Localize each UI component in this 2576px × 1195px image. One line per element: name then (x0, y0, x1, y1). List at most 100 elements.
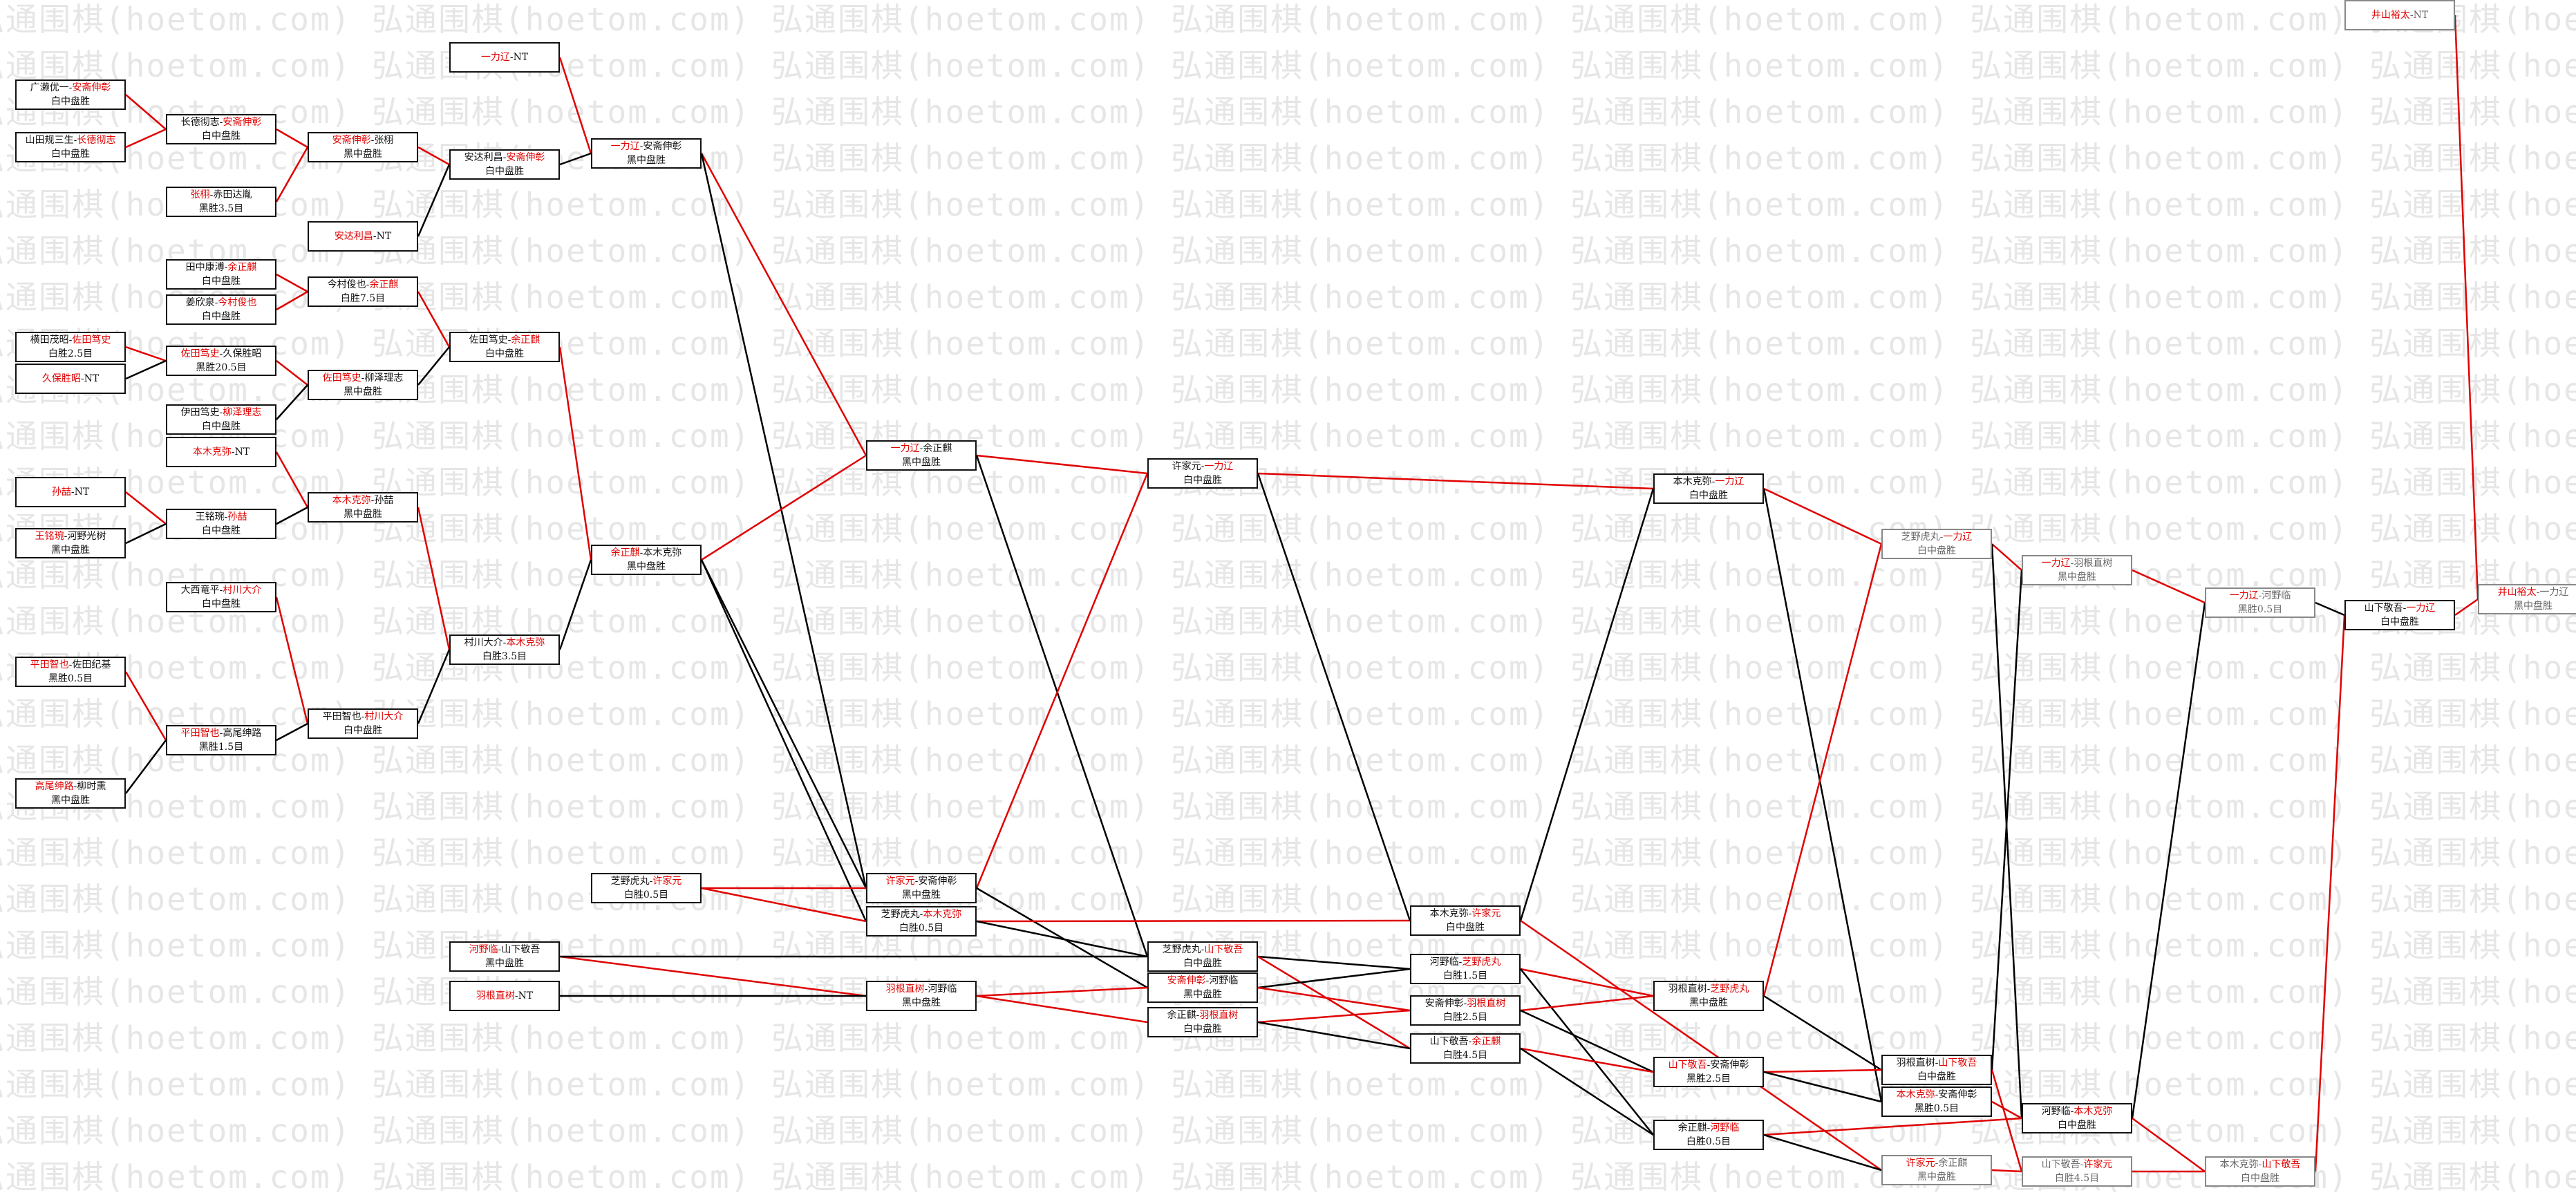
player-2-name: 孙喆 (227, 511, 247, 523)
player-1-name: 佐田笃史 (322, 373, 361, 384)
match-node: 广濑优一-安斋伸彰白中盘胜 (15, 79, 126, 110)
player-1-name: 山田规三生 (25, 135, 74, 146)
winner-advance-line (1763, 1069, 1882, 1073)
match-players: 平田智也-村川大介 (309, 710, 417, 724)
match-node: 芝野虎丸-许家元白胜0.5目 (591, 873, 702, 903)
player-1-name: 一力辽 (2041, 558, 2071, 569)
vs-dash: - (68, 82, 73, 93)
player-2-name: 芝野虎丸 (1462, 957, 1501, 968)
match-node: 河野临-本木克弥白中盘胜 (2022, 1103, 2132, 1133)
match-players: 高尾绅路-柳时熏 (17, 780, 124, 793)
winner-advance-line (1762, 543, 1883, 997)
match-node: 今村俊也-余正麒白胜7.5目 (308, 276, 418, 307)
match-node: 安斋伸彰-张栩黑中盘胜 (308, 132, 418, 162)
vs-dash: - (361, 711, 365, 722)
loser-drop-line (700, 153, 867, 889)
player-2-name: 安斋伸彰 (506, 152, 545, 163)
match-node: 山下敬吾-一力辽白中盘胜 (2344, 600, 2455, 630)
match-result: 白中盘胜 (202, 311, 241, 322)
match-result: 白中盘胜 (1183, 958, 1222, 969)
match-players: 佐田笃史-柳泽理志 (309, 371, 417, 385)
match-result: 黑中盘胜 (344, 509, 382, 520)
winner-advance-line (1257, 986, 1411, 1012)
vs-dash: - (2258, 1159, 2262, 1170)
player-2-name: 余正麒 (1472, 1036, 1501, 1047)
winner-advance-line (125, 128, 167, 149)
vs-dash: - (2403, 603, 2407, 614)
match-players: 佐田笃史-久保胜昭 (167, 347, 275, 361)
player-2-name: 安斋伸彰 (223, 117, 262, 128)
vs-dash: - (224, 511, 228, 523)
winner-advance-line (2314, 614, 2346, 1172)
match-node: 佐田笃史-柳泽理志黑中盘胜 (308, 370, 418, 400)
loser-drop-line (558, 559, 592, 650)
loser-drop-line (1520, 1009, 1654, 1073)
match-players: 王铭琬-河野光树 (17, 529, 124, 543)
player-2-name: 安斋伸彰 (1938, 1089, 1977, 1100)
player-2-name: 本木克弥 (506, 637, 545, 648)
match-players: 许家元-安斋伸彰 (867, 874, 975, 888)
loser-drop-line (125, 740, 167, 794)
player-1-name: 安斋伸彰 (1167, 975, 1206, 986)
winner-advance-line (976, 995, 1148, 1024)
vs-dash: - (214, 297, 218, 308)
winner-advance-line (1763, 487, 1882, 545)
match-node: 久保胜昭-NT (15, 364, 126, 394)
player-1-name: 山下敬吾 (2364, 603, 2403, 614)
match-node: 平田智也-村川大介白中盘胜 (308, 708, 418, 739)
winner-advance-line (125, 346, 167, 362)
match-result: 白中盘胜 (1689, 490, 1728, 501)
vs-dash: - (1707, 1122, 1711, 1133)
match-result: 白中盘胜 (1183, 475, 1222, 486)
match-players: 本木克弥-NT (167, 438, 275, 466)
vs-dash: - (2070, 558, 2074, 569)
match-node: 许家元-安斋伸彰黑中盘胜 (866, 873, 977, 903)
match-result: 黑中盘胜 (485, 958, 524, 969)
winner-advance-line (2454, 15, 2479, 600)
player-2-name: 柳泽理志 (223, 407, 262, 418)
match-node: 长德彻志-安斋伸彰白中盘胜 (166, 114, 276, 144)
player-2-name: 安斋伸彰 (72, 82, 111, 93)
loser-drop-line (125, 359, 167, 380)
loser-drop-line (2131, 602, 2206, 1119)
loser-drop-line (976, 920, 1148, 958)
match-node: 羽根直树-山下敬吾白中盘胜 (1881, 1055, 1992, 1085)
match-result: 黑中盘胜 (344, 149, 382, 160)
player-2-name: 高尾绅路 (223, 728, 262, 739)
player-1-name: 安达利昌 (334, 231, 373, 242)
player-2-name: 赤田达胤 (213, 189, 252, 200)
match-players: 余正麒-羽根直树 (1149, 1008, 1257, 1022)
winner-advance-line (700, 153, 867, 456)
loser-drop-line (1519, 488, 1655, 921)
vs-dash: - (649, 876, 653, 887)
match-players: 一力辽-安斋伸彰 (592, 140, 700, 153)
match-node: 河野临-芝野虎丸白胜1.5目 (1410, 954, 1521, 984)
player-2-name: 佐田纪基 (72, 659, 111, 670)
player-2-name: 佐田笃史 (72, 335, 111, 346)
winner-advance-line (276, 128, 308, 149)
vs-dash: - (502, 637, 507, 648)
match-players: 山田规三生-长德彻志 (17, 133, 124, 147)
player-2-name: 山下敬吾 (501, 944, 540, 955)
player-1-name: 本木克弥 (1429, 908, 1469, 919)
match-result: 黑胜0.5目 (48, 673, 93, 684)
match-players: 井山裕太-NT (2346, 1, 2454, 29)
player-1-name: 余正麒 (610, 547, 640, 558)
match-players: 芝野虎丸-一力辽 (1883, 530, 1991, 544)
match-node: 安达利昌-安斋伸彰白中盘胜 (449, 149, 560, 180)
player-1-name: 山下敬吾 (2041, 1159, 2080, 1170)
player-2-name: 长德彻志 (77, 135, 116, 146)
player-1-name: 一力辽 (2229, 590, 2259, 601)
loser-drop-line (125, 523, 167, 545)
match-result: 黑中盘胜 (627, 155, 666, 166)
match-node: 羽根直树-NT (449, 981, 560, 1011)
match-node: 一力辽-NT (449, 42, 560, 73)
player-1-name: 山下敬吾 (1429, 1036, 1469, 1047)
match-result: 黑中盘胜 (2514, 601, 2553, 612)
match-result: 白中盘胜 (51, 149, 90, 160)
match-result: 白胜7.5目 (340, 293, 386, 304)
match-result: 黑胜1.5目 (198, 742, 244, 753)
player-1-name: 姜欣泉 (185, 297, 215, 308)
match-node: 山下敬吾-许家元白胜4.5目 (2022, 1156, 2132, 1187)
player-1-name: 一力辽 (610, 141, 640, 152)
